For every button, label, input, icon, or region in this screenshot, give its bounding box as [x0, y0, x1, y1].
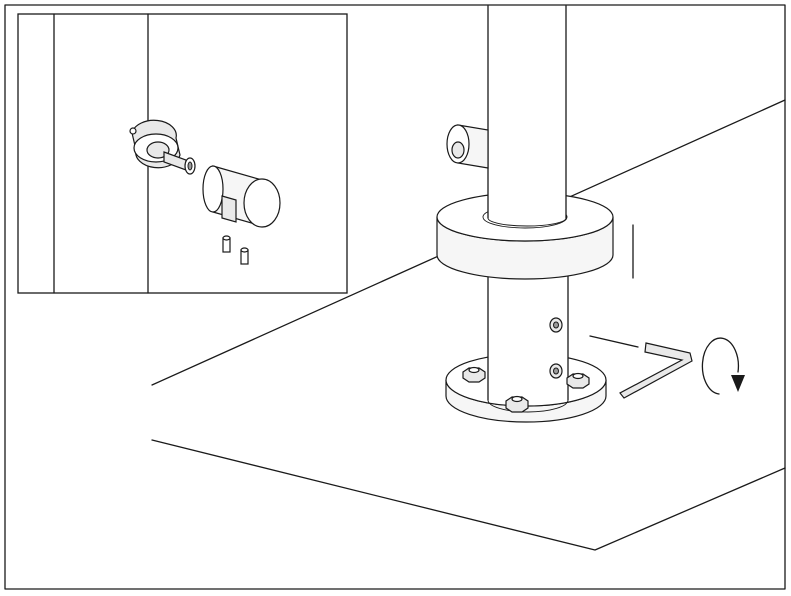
rail-connector	[446, 124, 489, 169]
set-screw	[549, 363, 563, 379]
post-upper	[487, 5, 567, 227]
cover-ring	[436, 192, 614, 280]
connector-stud	[163, 151, 196, 175]
bolt	[462, 366, 486, 383]
post-lower	[487, 271, 569, 413]
end-cap	[202, 165, 281, 228]
set-screw	[549, 317, 563, 333]
detail-inset	[17, 13, 348, 294]
hex-key	[589, 335, 693, 399]
bolt	[505, 395, 529, 413]
rotation-arrow	[701, 337, 745, 395]
outer-border	[4, 4, 786, 590]
pin	[222, 235, 231, 253]
pin	[240, 247, 249, 265]
bolt	[566, 372, 590, 389]
